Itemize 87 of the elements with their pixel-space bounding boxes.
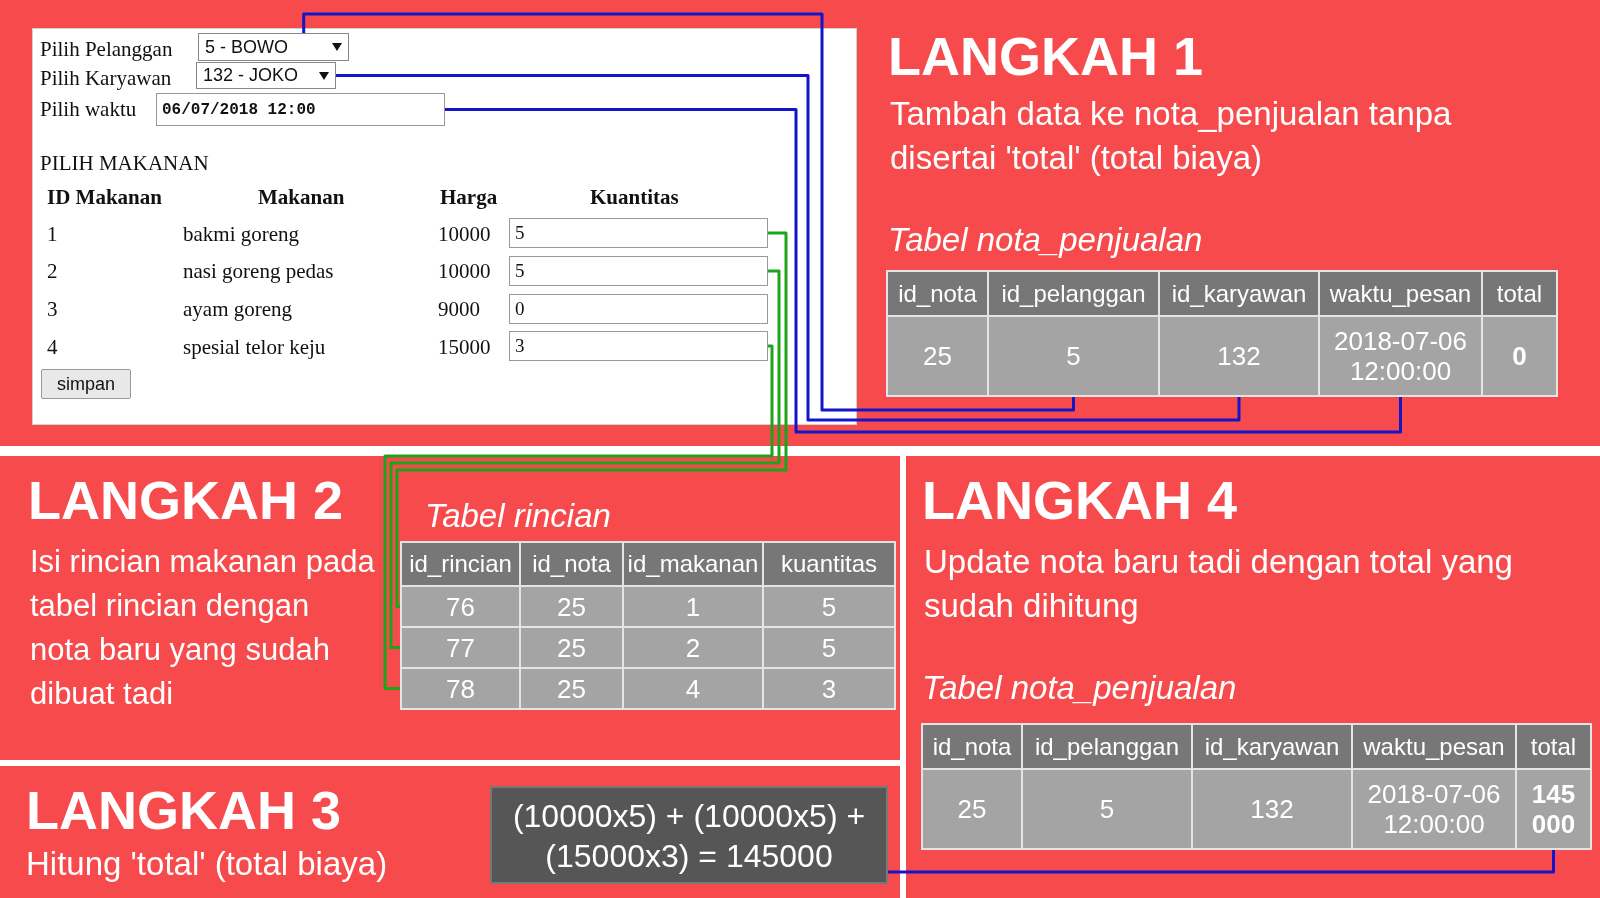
- table-caption: Tabel nota_penjualan: [888, 220, 1203, 260]
- form-text: 9000: [438, 297, 480, 321]
- dropdown-select: 5 - BOWO: [198, 33, 349, 61]
- header-cell: id_nota: [888, 272, 987, 315]
- header-cell: id_makanan: [624, 543, 762, 585]
- table-cell: 25: [521, 587, 622, 626]
- header-cell: total: [1483, 272, 1556, 315]
- form-text: 10000: [438, 259, 491, 283]
- table-cell: 5: [764, 628, 894, 667]
- table-cell: 5: [989, 317, 1158, 395]
- formula-box: (10000x5) + (10000x5) + (15000x3) = 145000: [490, 786, 888, 884]
- quantity-input: 5: [509, 218, 768, 248]
- header-cell: id_nota: [521, 543, 622, 585]
- connector-line: [395, 231, 788, 608]
- header-cell: kuantitas: [764, 543, 894, 585]
- table-cell: 2018-07-06 12:00:00: [1320, 317, 1481, 395]
- table-cell: 25: [521, 628, 622, 667]
- connector-line: [383, 344, 774, 690]
- header-cell: id_rincian: [402, 543, 519, 585]
- form-text: 10000: [438, 222, 491, 246]
- quantity-input: 3: [509, 331, 768, 361]
- form-text: spesial telor keju: [183, 335, 326, 359]
- save-button: simpan: [41, 369, 131, 399]
- table-cell: 1: [624, 587, 762, 626]
- header-cell: id_nota: [923, 725, 1021, 768]
- column-header: Harga: [440, 185, 498, 209]
- step-title: LANGKAH 1: [888, 26, 1203, 86]
- step-description: Isi rincian makanan pada tabel rincian dengan nota baru yang sudah dibuat tadi: [30, 543, 375, 713]
- form-text: 3: [47, 297, 58, 321]
- step-panel: [906, 456, 1600, 898]
- connector-line: [302, 12, 1075, 412]
- header-cell: id_karyawan: [1193, 725, 1351, 768]
- table-cell: 25: [888, 317, 987, 395]
- form-panel: [32, 28, 857, 425]
- quantity-input: 0: [509, 294, 768, 324]
- column-header: ID Makanan: [47, 185, 162, 209]
- form-text: 1: [47, 222, 58, 246]
- form-text: Pilih waktu: [40, 97, 137, 121]
- form-text: Pilih Karyawan: [40, 66, 172, 90]
- table-cell: 2018-07-06 12:00:00: [1353, 770, 1515, 848]
- step-title: LANGKAH 4: [922, 470, 1237, 530]
- table-cell: 5: [1023, 770, 1191, 848]
- form-text: 15000: [438, 335, 491, 359]
- step-description: Tambah data ke nota_penjualan tanpa disertai 'total' (total biaya): [890, 94, 1453, 178]
- header-cell: total: [1517, 725, 1590, 768]
- table-cell: 145000: [1517, 770, 1590, 848]
- table-cell: 77: [402, 628, 519, 667]
- form-text: nasi goreng pedas: [183, 259, 334, 283]
- step-description: Hitung 'total' (total biaya): [26, 844, 389, 884]
- header-cell: id_pelanggan: [1023, 725, 1191, 768]
- form-text: bakmi goreng: [183, 222, 300, 246]
- column-header: Kuantitas: [590, 185, 679, 209]
- dropdown-select: 132 - JOKO: [196, 62, 336, 89]
- step-panel: [0, 766, 900, 898]
- table-cell: 25: [923, 770, 1021, 848]
- connector-line: [389, 269, 781, 649]
- table-cell: 2: [624, 628, 762, 667]
- header-cell: waktu_pesan: [1353, 725, 1515, 768]
- step-description: Update nota baru tadi dengan total yang sudah dihitung: [924, 542, 1514, 626]
- form-text: ayam goreng: [183, 297, 293, 321]
- datetime-input: 06/07/2018 12:00: [156, 93, 445, 126]
- step-panel: [0, 456, 900, 760]
- table-cell: 76: [402, 587, 519, 626]
- section-heading: PILIH MAKANAN: [40, 151, 209, 175]
- quantity-input: 5: [509, 256, 768, 286]
- table-cell: 132: [1160, 317, 1318, 395]
- connector-line: [445, 108, 1402, 434]
- table-cell: 0: [1483, 317, 1556, 395]
- table-cell: 3: [764, 669, 894, 708]
- table-caption: Tabel rincian: [425, 496, 611, 536]
- table-cell: 25: [521, 669, 622, 708]
- step-title: LANGKAH 3: [26, 780, 341, 840]
- header-cell: waktu_pesan: [1320, 272, 1481, 315]
- table-cell: 5: [764, 587, 894, 626]
- form-text: Pilih Pelanggan: [40, 37, 173, 61]
- table-caption: Tabel nota_penjualan: [922, 668, 1237, 708]
- form-text: 4: [47, 335, 58, 359]
- header-cell: id_pelanggan: [989, 272, 1158, 315]
- table-cell: 4: [624, 669, 762, 708]
- step-title: LANGKAH 2: [28, 470, 343, 530]
- step-panel: [0, 0, 1600, 446]
- table-cell: 78: [402, 669, 519, 708]
- header-cell: id_karyawan: [1160, 272, 1318, 315]
- form-text: 2: [47, 259, 58, 283]
- connector-line: [888, 848, 1555, 874]
- column-header: Makanan: [258, 185, 345, 209]
- table-cell: 132: [1193, 770, 1351, 848]
